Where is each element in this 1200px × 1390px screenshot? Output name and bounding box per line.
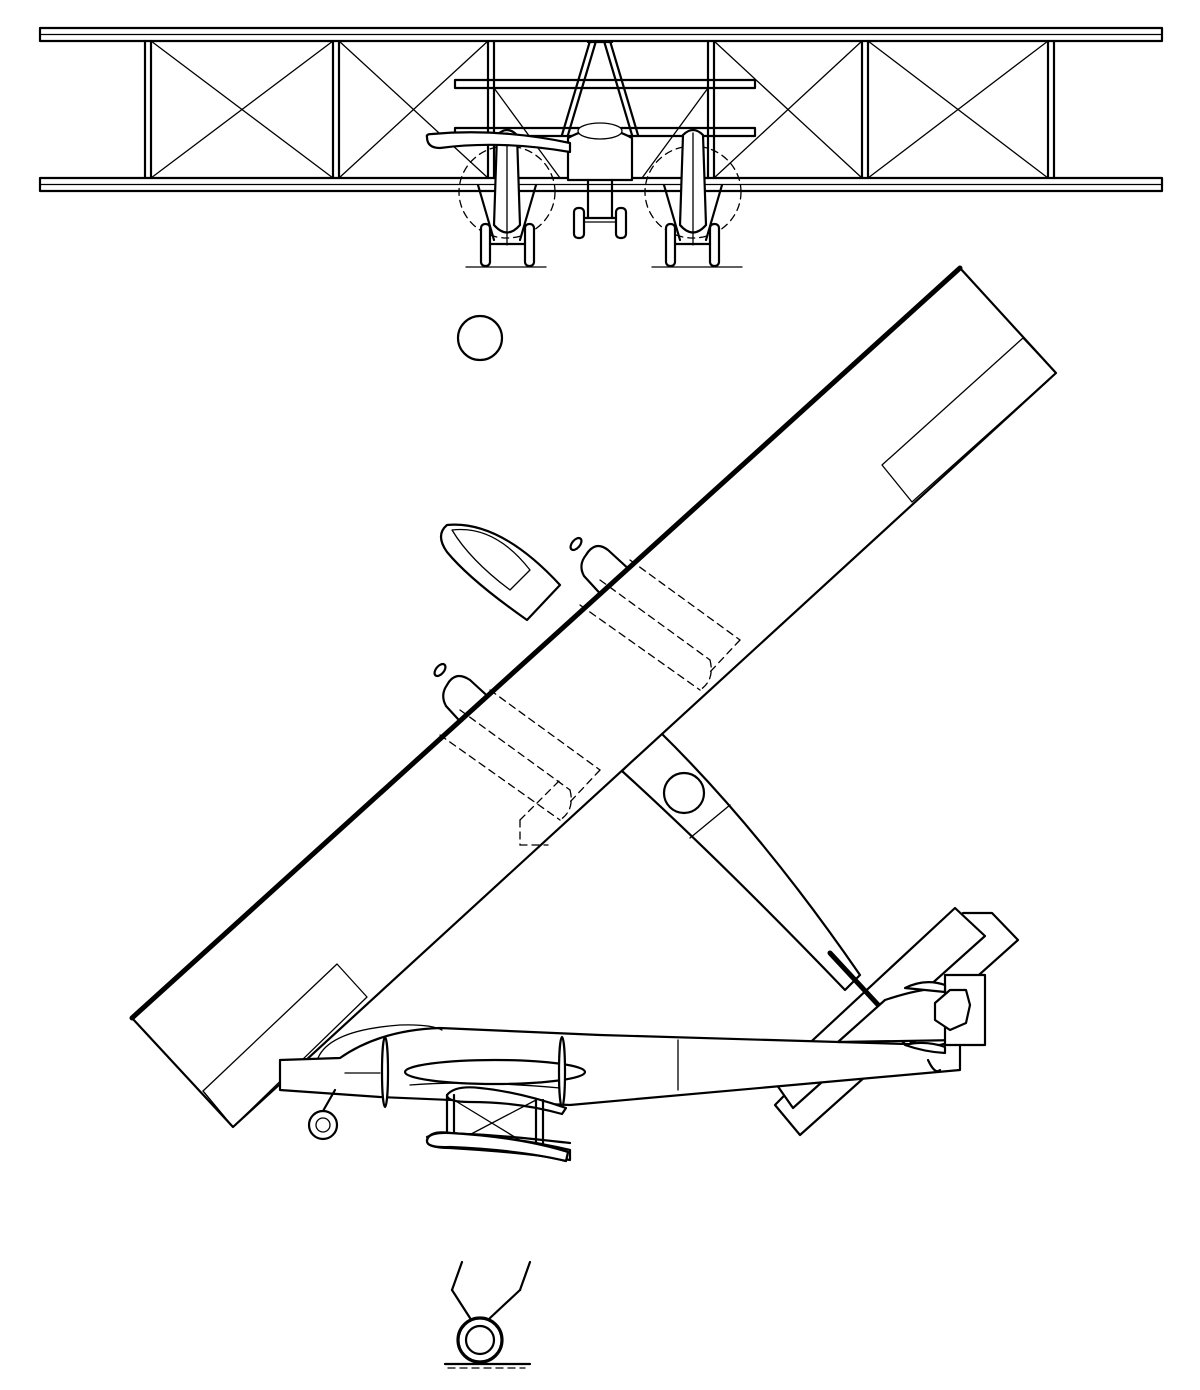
front-view (38, 26, 1164, 268)
cockpit-ring (662, 771, 706, 815)
side-nose-wheel (307, 1109, 339, 1141)
front-right-engine (644, 128, 743, 268)
front-fuselage (566, 122, 634, 240)
side-propellers (380, 1035, 567, 1109)
front-left-engine (458, 128, 556, 268)
front-bracing-wires (150, 40, 1049, 179)
nose-wheel-left (572, 206, 586, 240)
front-interplane-struts (143, 39, 1056, 180)
plan-hidden-nacelles (439, 559, 741, 846)
side-main-gear (443, 1260, 532, 1369)
front-upper-wing (38, 26, 1164, 43)
plan-fuselage (620, 730, 862, 992)
front-cabane (560, 39, 640, 137)
nose-wheel-right (614, 206, 628, 240)
side-landing-gear (307, 314, 504, 1141)
plan-main-wing (129, 265, 1058, 1129)
side-engine-nacelle (403, 1058, 587, 1086)
side-tail (836, 973, 987, 1073)
side-main-wheel (456, 314, 504, 362)
side-fuselage (278, 1024, 962, 1107)
side-view-upper-wing (425, 1131, 570, 1163)
plan-nose (439, 523, 562, 622)
